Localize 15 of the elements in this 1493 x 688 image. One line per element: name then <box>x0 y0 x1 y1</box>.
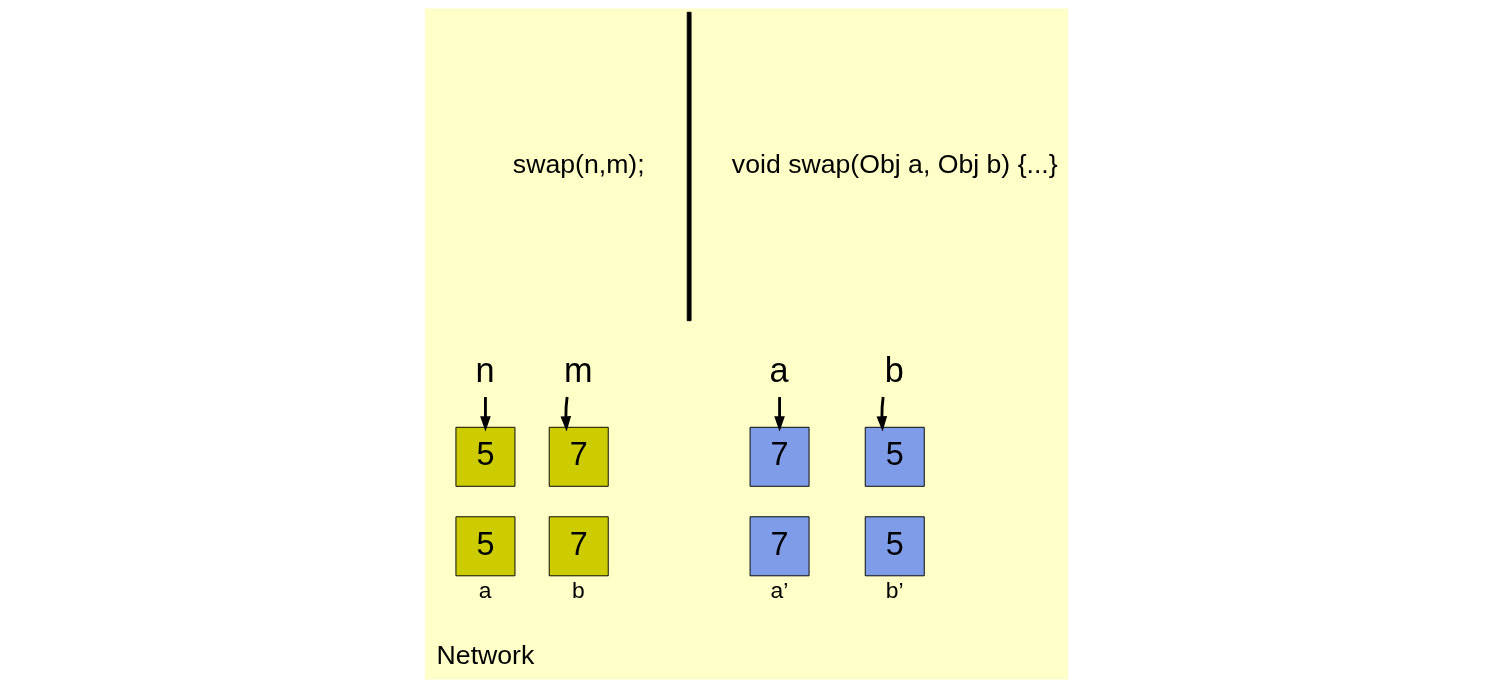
node-text: b <box>884 351 904 390</box>
node-label: a <box>478 576 492 603</box>
arrow <box>560 396 572 432</box>
node-text: m <box>563 351 593 390</box>
node-label: b’ <box>885 576 904 603</box>
label: Network <box>436 639 535 670</box>
label: void swap(Obj a, Obj b) {...} <box>731 149 1058 180</box>
node-label: a’ <box>770 576 789 603</box>
node-label: b <box>572 576 585 603</box>
label: swap(n,m); <box>512 149 645 180</box>
arrow <box>876 396 888 432</box>
node-text: n <box>475 351 495 390</box>
arrow <box>480 397 491 432</box>
arrow <box>774 397 785 432</box>
node-text: a <box>769 351 789 390</box>
